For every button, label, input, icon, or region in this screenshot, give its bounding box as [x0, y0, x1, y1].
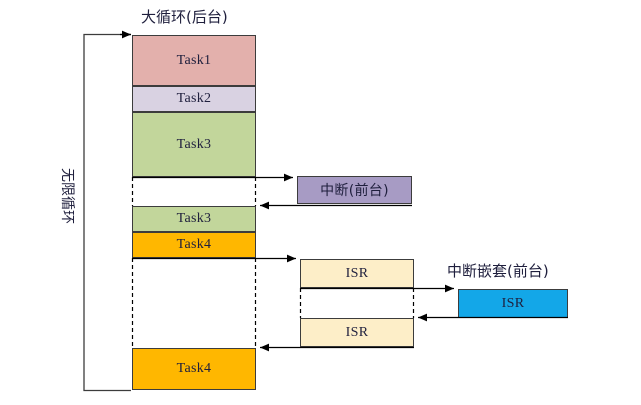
main-loop-title: 大循环(后台) [141, 8, 228, 26]
infinite-loop-label: 无限循环 [59, 168, 75, 224]
isr-block-2: ISR [300, 318, 414, 347]
infinite-loop-bracket [83, 30, 131, 392]
task-block-task4-resumed: Task4 [132, 348, 256, 390]
nested-interrupt-title: 中断嵌套(前台) [447, 262, 549, 280]
task-block-task3-resumed: Task3 [132, 206, 256, 232]
interrupt-block-foreground: 中断(前台) [297, 176, 412, 204]
isr-block-nested: ISR [458, 289, 568, 318]
task-block-task4-first: Task4 [132, 232, 256, 258]
task-block-task2: Task2 [132, 86, 256, 112]
task-block-task1: Task1 [132, 35, 256, 86]
task-block-task3-first: Task3 [132, 112, 256, 177]
isr-block-1: ISR [300, 259, 414, 288]
